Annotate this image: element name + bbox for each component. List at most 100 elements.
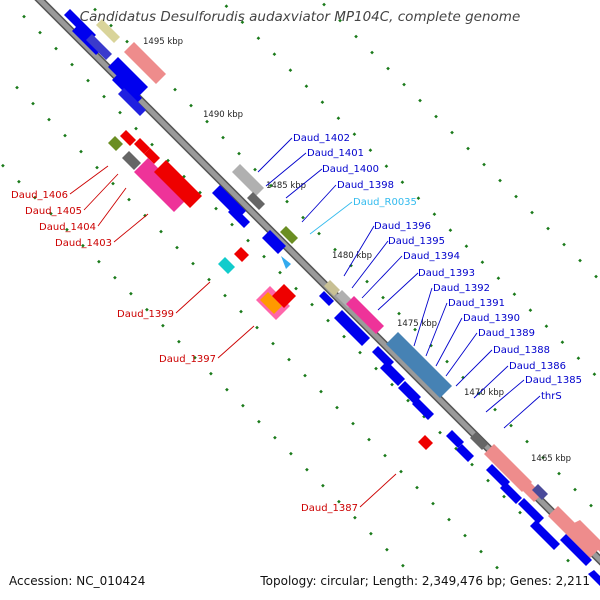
gc-dot [385,547,389,552]
gc-dot [530,210,534,215]
gc-dot [237,151,241,156]
gene-label: Daud_1399 [117,309,174,320]
gc-dot [224,4,229,9]
gc-dot [189,103,193,108]
gene-label: Daud_1401 [307,148,364,159]
leader-line [343,225,375,277]
gc-dot [102,94,106,99]
gene-label: Daud_1388 [493,345,550,356]
gene-label: Daud_1393 [418,268,475,279]
cds-feature [518,498,544,524]
gc-dot [81,243,85,248]
gc-dot [370,50,374,55]
cds-feature [456,444,474,462]
gc-dot [241,403,245,408]
gc-dot [337,499,341,504]
leader-line [377,272,419,311]
gc-dot [272,52,277,57]
gc-dot [486,478,490,483]
gc-dot [401,563,405,568]
gc-dot [205,119,209,124]
gc-dot [592,372,597,377]
gene-label: Daud_R0035 [353,197,417,208]
rna-feature [281,256,291,269]
gene-label: Daud_1394 [403,251,460,262]
gc-dot [257,419,261,424]
gc-dot [528,308,533,313]
gc-dot [79,149,83,154]
leader-line [455,349,493,387]
gene-label: Daud_1391 [448,298,505,309]
cds-feature [412,398,434,420]
leader-line [309,201,353,235]
gc-dot [358,350,362,355]
cds-feature [124,42,166,84]
gc-dot [386,66,390,71]
gc-dot [498,178,502,183]
cds-feature [530,520,560,550]
gc-dot [97,259,101,264]
gc-dot [285,199,289,204]
gc-dot [65,227,69,232]
gc-dot [256,36,261,41]
gc-dot [480,260,485,265]
gc-dot [143,213,147,218]
gc-dot [384,164,389,169]
gc-dot [175,245,179,250]
leader-line [97,187,127,227]
gene-label: Daud_1397 [159,354,216,365]
gc-dot [322,2,326,7]
gene-labels-right: Daud_1402 Daud_1401 Daud_1400 Daud_1398 … [293,133,582,402]
tick-label: 1465 kbp [531,454,571,464]
gc-dot [578,258,582,263]
gc-dot [557,471,561,476]
cds-feature [380,361,405,386]
cds-feature [86,34,112,60]
gc-dot [576,356,581,361]
gc-dot [368,148,373,153]
leader-line [351,240,389,289]
gc-dot [150,142,154,147]
gc-dot [390,382,394,387]
cds-feature [228,206,250,228]
cds-feature [446,430,464,448]
gc-dot [303,373,307,378]
leader-line [359,473,397,508]
gc-dot [502,494,506,499]
gc-dot [525,439,529,444]
cds-feature [272,284,296,308]
gc-dot [495,565,499,570]
gc-dot [336,116,341,121]
cds-feature [324,280,340,296]
gc-dot [342,334,346,339]
gc-dot [278,270,282,275]
gc-dot [225,387,229,392]
gc-dot [319,389,323,394]
gene-labels-left: Daud_1406 Daud_1405 Daud_1404 Daud_1403 … [11,190,358,514]
leader-line [445,332,478,377]
gc-dot [145,307,149,312]
gc-dot [333,247,337,252]
gc-dot [413,327,417,332]
gene-label: Daud_1386 [509,361,566,372]
gc-dot [482,162,486,167]
gc-dot [159,229,163,234]
gene-label: thrS [541,391,562,402]
gc-dot [288,68,293,73]
gc-dot [512,292,517,297]
leader-line [285,168,323,199]
gc-dot [305,467,309,472]
cds-feature [108,136,123,151]
cds-feature [398,381,421,404]
gc-dot [113,275,117,280]
gc-dot [352,132,357,137]
cds-feature [232,164,264,196]
gc-dot [562,242,566,247]
leader-line [217,325,255,359]
gc-dot [496,276,501,281]
gc-dot [209,371,213,376]
gc-dot [432,212,437,217]
tick-label: 1475 kbp [397,319,437,329]
gc-dot [406,398,410,403]
